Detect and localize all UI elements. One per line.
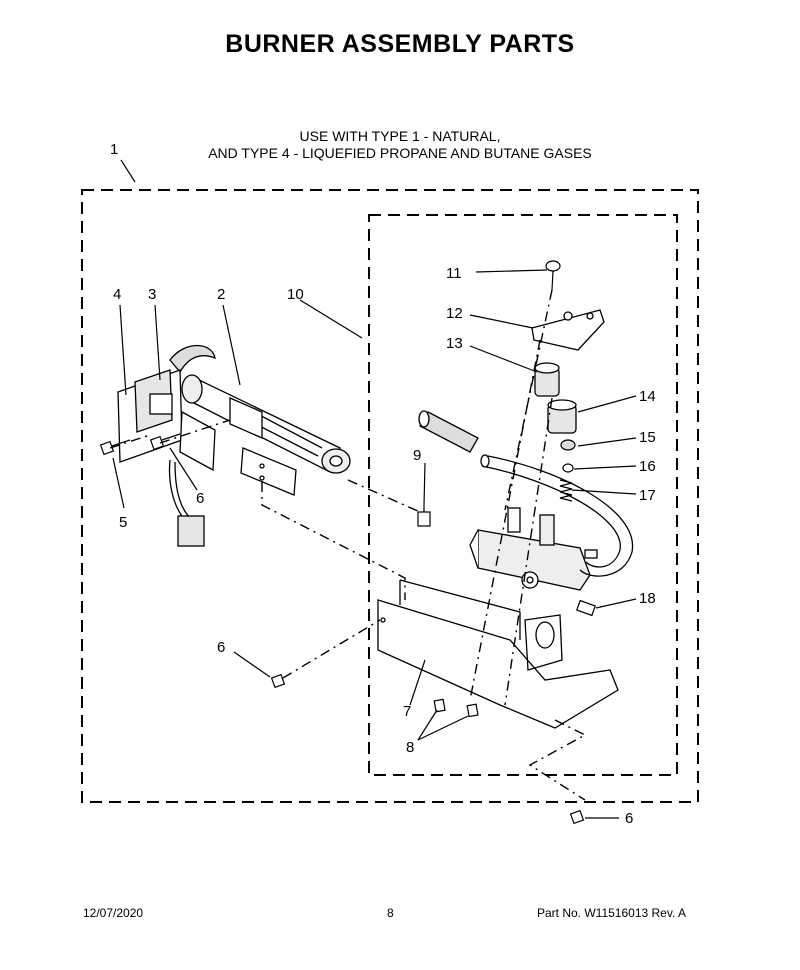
flame-sensor-part: [240, 447, 297, 496]
callout-18: 18: [639, 590, 656, 607]
assembly-lines: [109, 289, 587, 801]
callout-6-bottom: 6: [625, 810, 633, 827]
subtitle-line-1: USE WITH TYPE 1 - NATURAL,: [299, 128, 501, 144]
base-bracket-part-7: [377, 579, 619, 729]
gas-valve-body: [469, 507, 598, 591]
callout-14: 14: [639, 388, 656, 405]
callout-4: 4: [113, 286, 121, 303]
callout-10: 10: [287, 286, 304, 303]
leader-lines: [112, 159, 637, 819]
burner-tube-part: [169, 345, 351, 474]
subtitle-line-2: AND TYPE 4 - LIQUEFIED PROPANE AND BUTAN…: [208, 145, 592, 161]
footer-page-number: 8: [387, 906, 394, 920]
coil-bracket-part: [531, 309, 605, 351]
coil-part-13: [534, 362, 560, 397]
igniter-part: [168, 410, 216, 547]
footer-part-number: Part No. W11516013 Rev. A: [537, 906, 686, 920]
left-screws: [99, 433, 181, 456]
callout-11: 11: [446, 265, 462, 282]
connector-18: [576, 599, 596, 617]
callout-15: 15: [639, 429, 656, 446]
callout-3: 3: [148, 286, 156, 303]
screws-6-8: [270, 673, 585, 825]
callout-labels: 1 4 3 2 10 5 6 9 11 12 13 14 15 16 17 18…: [110, 141, 656, 827]
callout-17: 17: [639, 487, 656, 504]
callout-1: 1: [110, 141, 118, 158]
callout-6-middle: 6: [217, 639, 225, 656]
callout-13: 13: [446, 335, 463, 352]
inner-subassembly-box: [368, 214, 678, 776]
callout-16: 16: [639, 458, 656, 475]
footer-date: 12/07/2020: [83, 906, 144, 920]
callout-8: 8: [406, 739, 414, 756]
screw-11: [545, 260, 561, 291]
callout-12: 12: [446, 305, 463, 322]
page-title: BURNER ASSEMBLY PARTS: [225, 30, 575, 58]
outer-assembly-box: [81, 189, 699, 803]
orifice-tube: [418, 410, 479, 453]
fitting-9: [417, 505, 431, 527]
callout-6-left: 6: [196, 490, 204, 507]
callout-9: 9: [413, 447, 421, 464]
coil-part-14: [547, 399, 577, 434]
callout-2: 2: [217, 286, 225, 303]
callout-7: 7: [403, 703, 411, 720]
small-parts-15-17: [559, 439, 576, 502]
callout-5: 5: [119, 514, 127, 531]
